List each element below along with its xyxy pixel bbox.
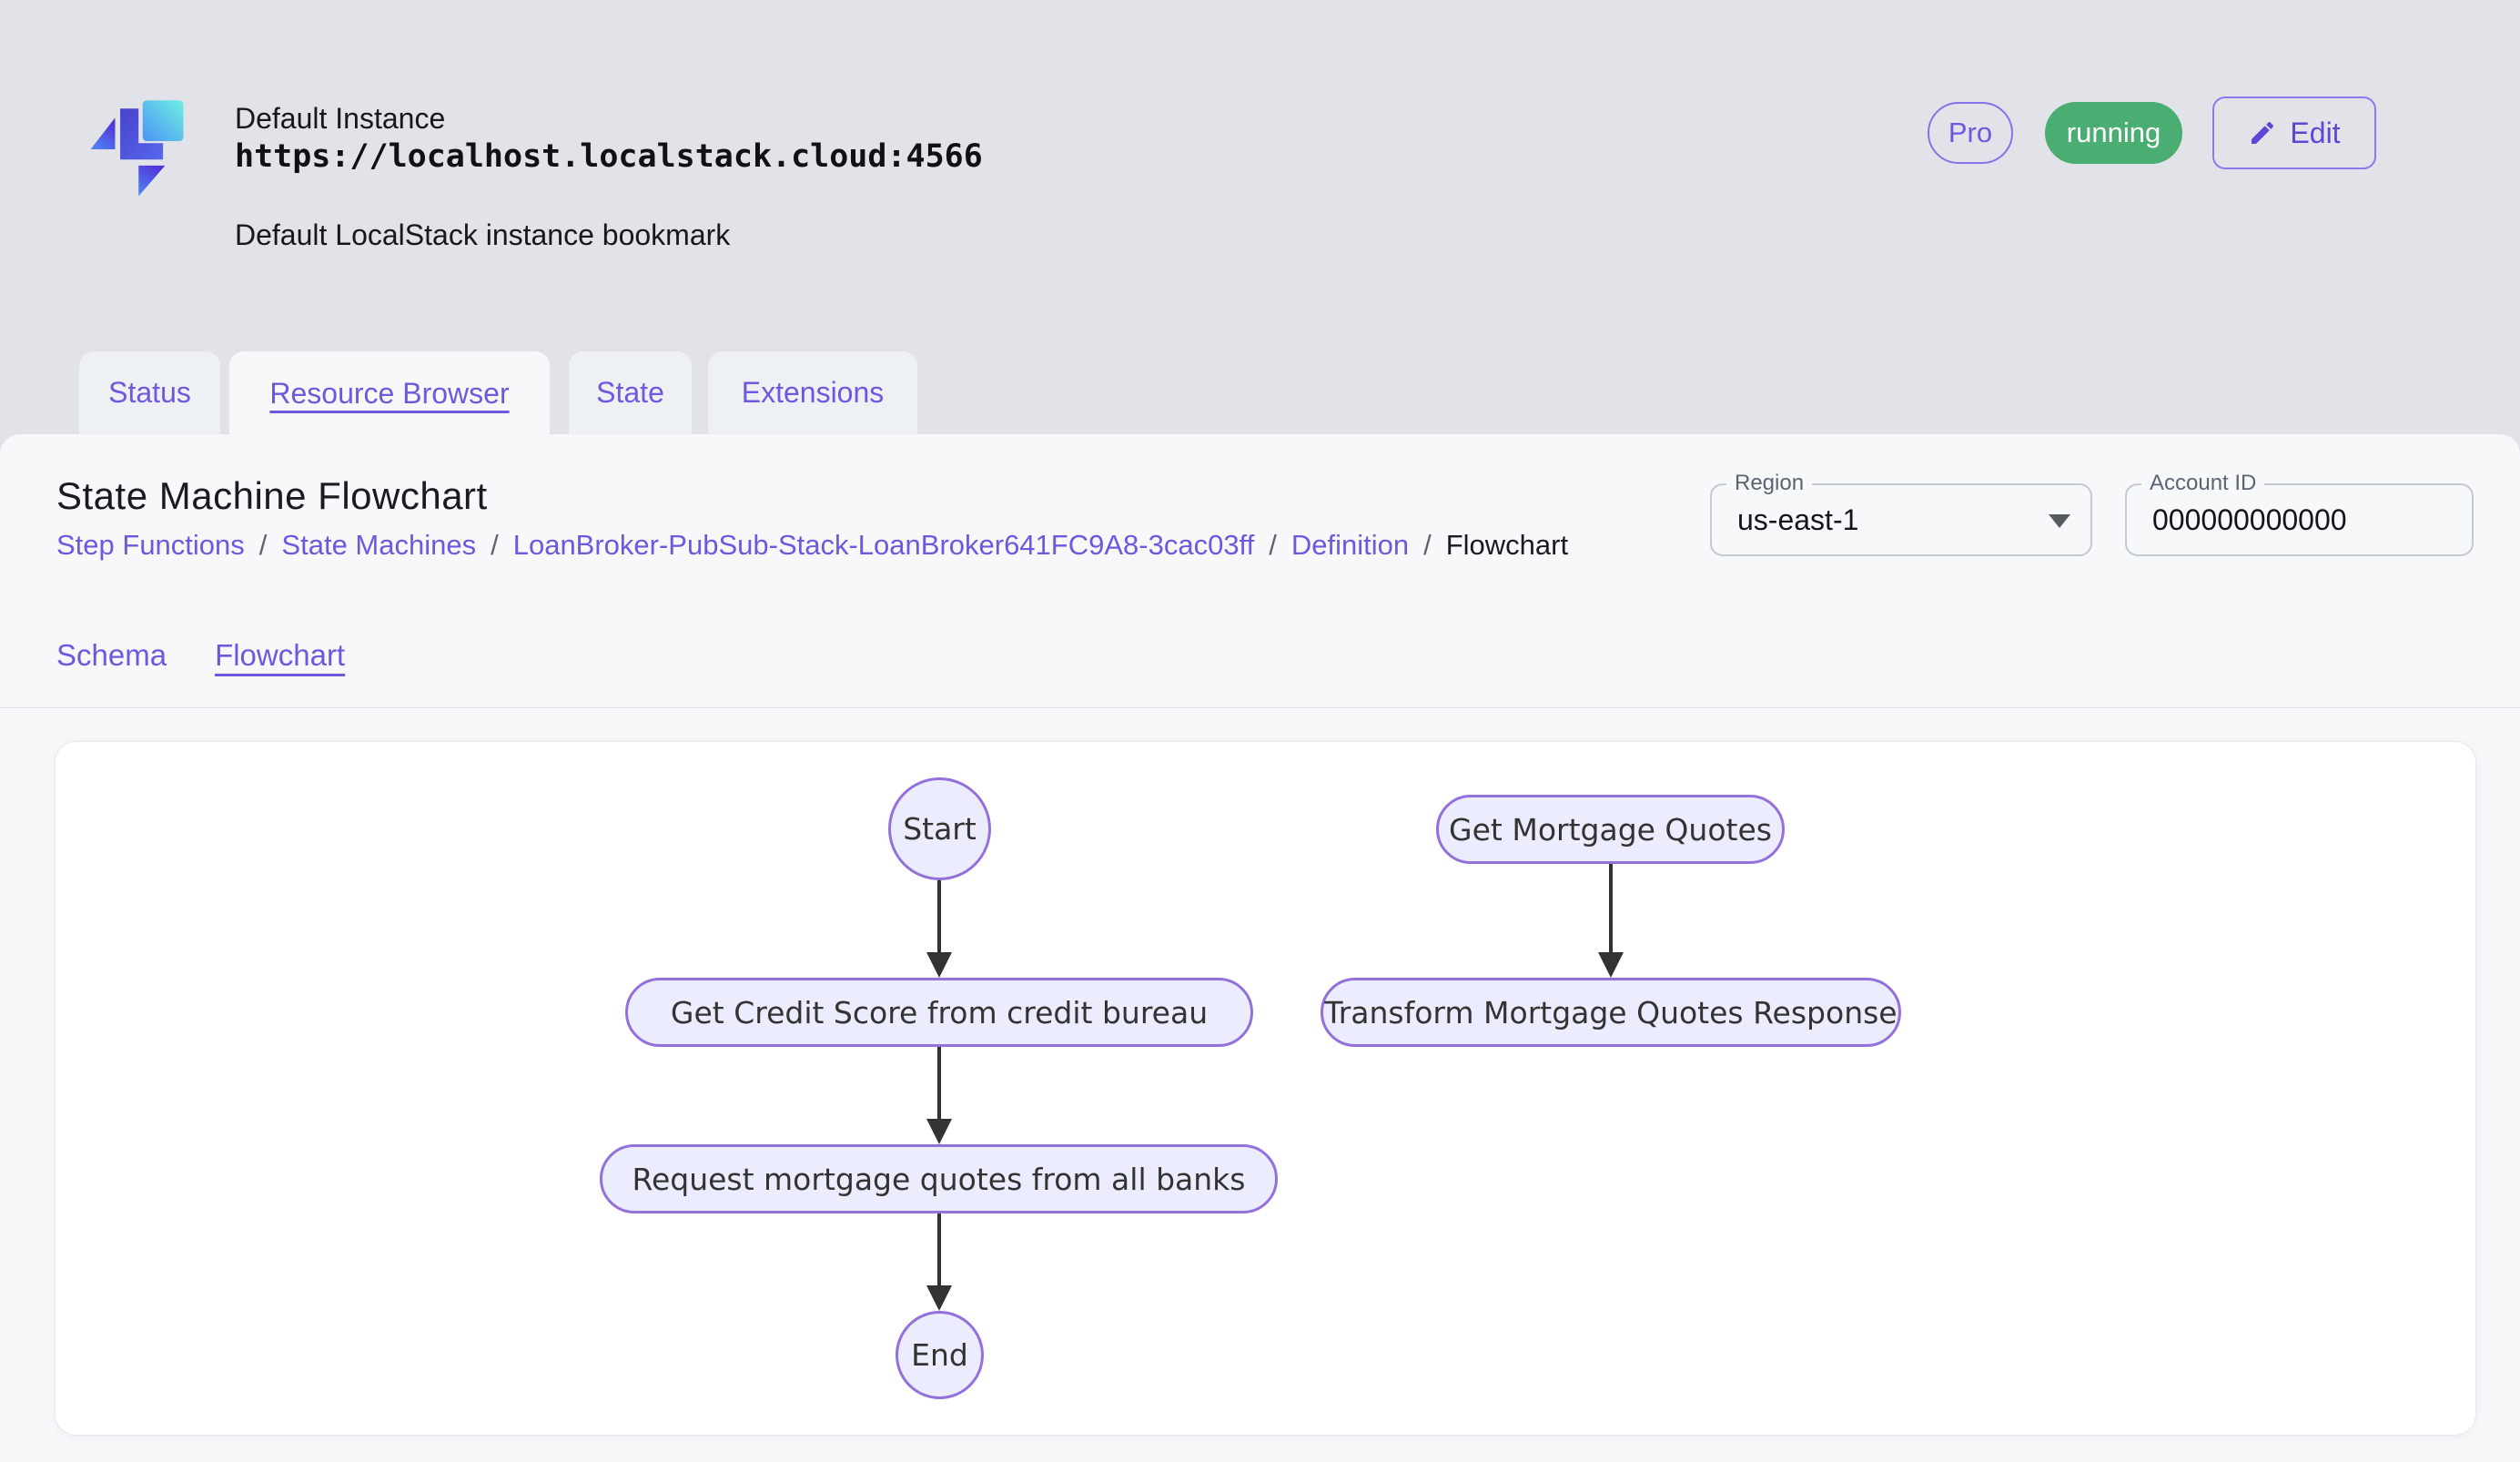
definition-subtabs: Schema Flowchart — [56, 635, 345, 682]
breadcrumb-separator: / — [1423, 529, 1432, 561]
account-id-input[interactable]: Account ID 000000000000 — [2125, 471, 2474, 556]
instance-name: Default Instance — [235, 102, 446, 135]
region-select-value: us-east-1 — [1737, 503, 1859, 536]
region-select-label: Region — [1726, 471, 1813, 496]
flowchart-node-get-credit-score: Get Credit Score from credit bureau — [625, 978, 1253, 1047]
pencil-icon — [2252, 121, 2274, 144]
flowchart-node-start-label: Start — [903, 811, 977, 847]
region-select[interactable]: Region us-east-1 — [1710, 471, 2092, 556]
tab-status[interactable]: Status — [79, 351, 220, 434]
breadcrumb: Step Functions / State Machines / LoanBr… — [56, 529, 1568, 562]
flowchart-edge-arrow — [926, 1047, 952, 1144]
flowchart-node-transform-response-label: Transform Mortgage Quotes Response — [1324, 994, 1898, 1031]
flowchart-node-start: Start — [888, 777, 991, 880]
flowchart-node-request-quotes: Request mortgage quotes from all banks — [600, 1144, 1278, 1213]
breadcrumb-state-machines[interactable]: State Machines — [281, 529, 477, 561]
page-title: State Machine Flowchart — [56, 474, 488, 517]
tab-extensions[interactable]: Extensions — [708, 351, 917, 434]
tab-status-label: Status — [108, 376, 191, 409]
breadcrumb-step-functions[interactable]: Step Functions — [56, 529, 245, 561]
flowchart-node-end-label: End — [911, 1337, 968, 1373]
pro-badge: Pro — [1928, 102, 2013, 164]
breadcrumb-current: Flowchart — [1445, 529, 1569, 561]
breadcrumb-separator: / — [258, 529, 268, 561]
status-badge: running — [2045, 102, 2182, 164]
flowchart-node-get-mortgage-quotes-label: Get Mortgage Quotes — [1449, 811, 1772, 848]
edit-button-label: Edit — [2290, 116, 2341, 149]
resource-browser-panel: State Machine Flowchart Step Functions /… — [0, 434, 2520, 1462]
breadcrumb-separator: / — [1269, 529, 1277, 561]
chevron-down-icon — [2049, 514, 2070, 528]
instance-url: https://localhost.localstack.cloud:4566 — [235, 138, 983, 175]
tab-state-label: State — [596, 376, 664, 409]
tab-resource-browser[interactable]: Resource Browser — [229, 351, 550, 435]
flowchart-edge-arrow — [926, 880, 952, 978]
flowchart-node-end: End — [896, 1311, 984, 1399]
flowchart-node-request-quotes-label: Request mortgage quotes from all banks — [632, 1161, 1246, 1197]
flowchart-edge-arrow — [926, 1213, 952, 1311]
edit-button[interactable]: Edit — [2212, 96, 2376, 169]
breadcrumb-separator: / — [491, 529, 499, 561]
tab-extensions-label: Extensions — [741, 376, 885, 409]
flowchart-card: Start Get Credit Score from credit burea… — [55, 741, 2476, 1436]
subtab-schema[interactable]: Schema — [56, 638, 167, 672]
breadcrumb-definition[interactable]: Definition — [1290, 529, 1410, 561]
instance-description: Default LocalStack instance bookmark — [235, 218, 731, 251]
flowchart-node-transform-response: Transform Mortgage Quotes Response — [1321, 978, 1901, 1047]
breadcrumb-state-machine-name[interactable]: LoanBroker-PubSub-Stack-LoanBroker641FC9… — [512, 529, 1255, 561]
tab-state[interactable]: State — [569, 351, 692, 434]
localstack-logo-icon — [86, 98, 187, 200]
flowchart-edge-arrow — [1598, 864, 1624, 978]
flowchart-node-get-mortgage-quotes: Get Mortgage Quotes — [1436, 795, 1785, 864]
subtab-flowchart[interactable]: Flowchart — [215, 638, 346, 672]
pro-badge-label: Pro — [1948, 117, 1993, 148]
status-badge-label: running — [2066, 117, 2161, 148]
account-id-label: Account ID — [2141, 471, 2265, 496]
divider — [0, 707, 2520, 708]
flowchart-node-get-credit-score-label: Get Credit Score from credit bureau — [670, 994, 1209, 1031]
tab-resource-browser-label: Resource Browser — [269, 376, 510, 410]
account-id-value: 000000000000 — [2152, 503, 2347, 536]
